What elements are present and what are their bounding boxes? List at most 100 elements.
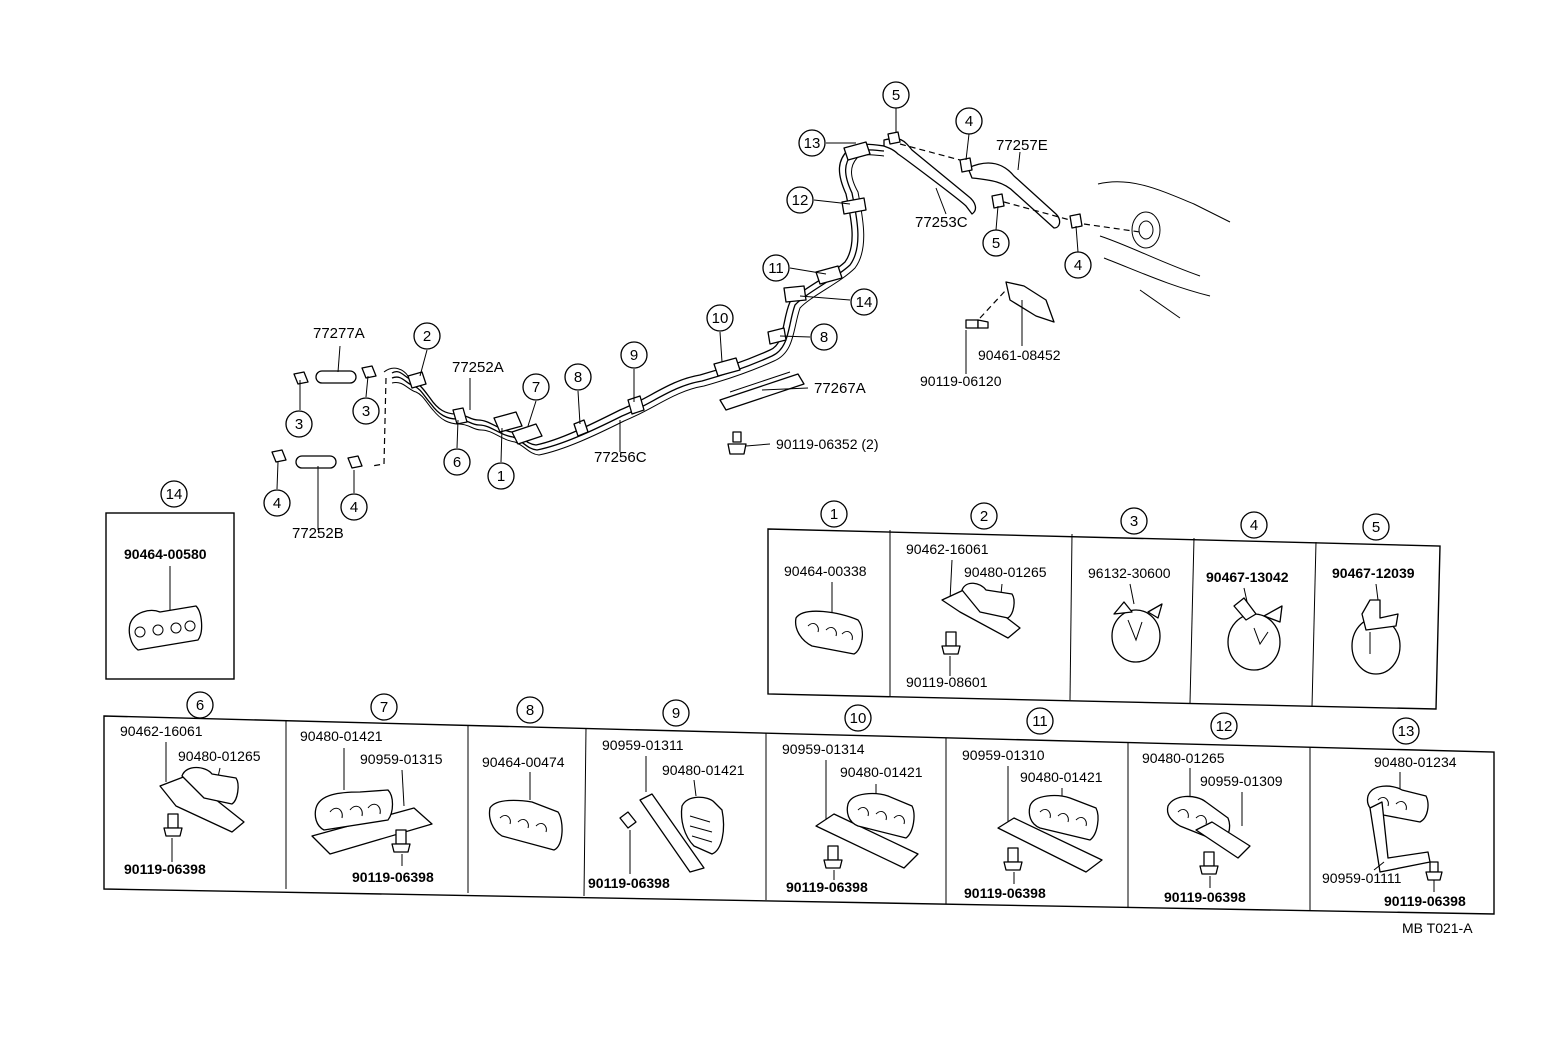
detail-box-3: 3 96132-30600 [1088, 507, 1171, 663]
svg-text:90480-01265: 90480-01265 [964, 564, 1047, 580]
callout-4: 4 [340, 493, 368, 521]
callout-1: 1 [487, 462, 515, 490]
svg-text:6: 6 [453, 454, 461, 471]
svg-text:4: 4 [1250, 517, 1258, 534]
svg-text:10: 10 [712, 310, 729, 327]
detail-boxes-top: 1 90464-00338 2 90462-16061 90480-01265 … [767, 500, 1441, 710]
svg-text:90119-06398: 90119-06398 [964, 885, 1046, 901]
svg-text:2: 2 [423, 328, 431, 345]
svg-text:14: 14 [166, 486, 183, 503]
callout-5: 5 [982, 229, 1010, 257]
callout-4: 4 [263, 489, 291, 517]
svg-text:4: 4 [965, 113, 973, 130]
svg-text:12: 12 [792, 192, 809, 209]
svg-text:1: 1 [830, 506, 838, 523]
detail-box-9: 9 90959-01311 90480-01421 90119-06398 [588, 699, 745, 891]
callout-8: 8 [810, 323, 838, 351]
label-77256C: 77256C [594, 449, 647, 466]
svg-text:5: 5 [992, 235, 1000, 252]
svg-text:90959-01311: 90959-01311 [602, 737, 684, 753]
svg-text:90959-01314: 90959-01314 [782, 741, 865, 757]
callout-5: 5 [882, 81, 910, 109]
svg-text:2: 2 [980, 508, 988, 525]
detail-box-5: 5 90467-12039 [1332, 513, 1415, 675]
callout-4: 4 [955, 107, 983, 135]
leader-lines [276, 108, 1079, 530]
callout-3: 3 [285, 410, 313, 438]
svg-text:90959-01315: 90959-01315 [360, 751, 443, 767]
detail-box-10: 10 90959-01314 90480-01421 90119-06398 [782, 704, 923, 895]
svg-text:3: 3 [362, 403, 370, 420]
detail-box-1: 1 90464-00338 [784, 500, 867, 655]
svg-text:90959-01310: 90959-01310 [962, 747, 1045, 763]
detail-box-12: 12 90480-01265 90959-01309 90119-06398 [1142, 712, 1283, 905]
svg-text:90480-01421: 90480-01421 [840, 764, 923, 780]
callout-14: 14 [850, 288, 878, 316]
svg-text:90467-13042: 90467-13042 [1206, 569, 1289, 585]
svg-text:90119-08601: 90119-08601 [906, 674, 988, 690]
svg-text:90959-01309: 90959-01309 [1200, 773, 1283, 789]
svg-text:90462-16061: 90462-16061 [120, 723, 203, 739]
label-90119-06120: 90119-06120 [920, 373, 1002, 389]
callout-11: 11 [762, 254, 790, 282]
figure-code: MB T021-A [1402, 920, 1473, 936]
detail-box-6: 6 90462-16061 90480-01265 90119-06398 [120, 691, 261, 877]
callout-4: 4 [1064, 251, 1092, 279]
callout-10: 10 [706, 304, 734, 332]
svg-text:90480-01421: 90480-01421 [662, 762, 745, 778]
label-77277A: 77277A [313, 325, 365, 342]
detail-box-2: 2 90462-16061 90480-01265 90119-08601 [906, 502, 1047, 690]
main-labels: 77257E 77253C 77277A 77252A 77267A 77256… [292, 137, 1061, 542]
svg-text:7: 7 [532, 379, 540, 396]
svg-text:5: 5 [1372, 519, 1380, 536]
svg-text:90464-00338: 90464-00338 [784, 563, 867, 579]
detail-box-13: 13 90480-01234 90959-01111 90119-06398 [1322, 717, 1466, 909]
svg-text:6: 6 [196, 697, 204, 714]
svg-text:4: 4 [273, 495, 281, 512]
label-77253C: 77253C [915, 214, 968, 231]
detail-box-7: 7 90480-01421 90959-01315 90119-06398 [300, 693, 443, 885]
svg-text:11: 11 [1032, 713, 1048, 730]
callout-9: 9 [620, 341, 648, 369]
svg-text:3: 3 [1130, 513, 1138, 530]
svg-text:1: 1 [497, 468, 505, 485]
bolt-icon [965, 319, 989, 329]
svg-text:90480-01265: 90480-01265 [178, 748, 261, 764]
svg-text:9: 9 [672, 705, 680, 722]
svg-text:90480-01234: 90480-01234 [1374, 754, 1457, 770]
callout-group: 13 5 4 12 5 4 11 14 10 8 9 2 7 8 3 3 6 1… [263, 81, 1092, 521]
svg-text:4: 4 [1074, 257, 1082, 274]
svg-text:90959-01111: 90959-01111 [1322, 870, 1402, 886]
svg-text:90480-01265: 90480-01265 [1142, 750, 1225, 766]
callout-7: 7 [522, 373, 550, 401]
svg-text:90480-01421: 90480-01421 [1020, 769, 1103, 785]
callout-6: 6 [443, 448, 471, 476]
svg-text:8: 8 [820, 329, 828, 346]
svg-text:9: 9 [630, 347, 638, 364]
svg-text:90464-00474: 90464-00474 [482, 754, 565, 770]
svg-text:13: 13 [1398, 723, 1415, 740]
bolt-icon [727, 431, 747, 455]
svg-text:90467-12039: 90467-12039 [1332, 565, 1415, 581]
detail-box-8: 8 90464-00474 [482, 696, 565, 851]
svg-text:90480-01421: 90480-01421 [300, 728, 383, 744]
svg-text:90119-06398: 90119-06398 [124, 861, 206, 877]
detail-box-14: 14 90464-00580 [105, 480, 235, 680]
detail-box-4: 4 90467-13042 [1206, 511, 1289, 671]
svg-text:12: 12 [1216, 718, 1233, 735]
svg-text:5: 5 [892, 87, 900, 104]
svg-text:90119-06398: 90119-06398 [1164, 889, 1246, 905]
svg-text:7: 7 [380, 699, 388, 716]
svg-text:90119-06398: 90119-06398 [588, 875, 670, 891]
callout-12: 12 [786, 186, 814, 214]
svg-text:96132-30600: 96132-30600 [1088, 565, 1171, 581]
callout-13: 13 [798, 129, 826, 157]
svg-text:90119-06398: 90119-06398 [786, 879, 868, 895]
svg-text:90119-06398: 90119-06398 [1384, 893, 1466, 909]
label-77252A: 77252A [452, 359, 504, 376]
label-90119-06352: 90119-06352 (2) [776, 436, 878, 452]
detail-boxes-bottom: 6 90462-16061 90480-01265 90119-06398 7 … [103, 691, 1495, 915]
label-77267A: 77267A [814, 380, 866, 397]
svg-text:8: 8 [574, 369, 582, 386]
